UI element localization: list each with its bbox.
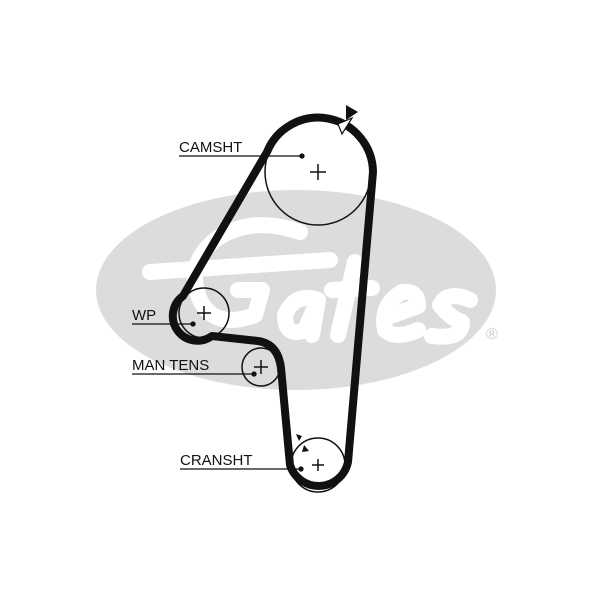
camshaft-timing-mark-icon <box>337 116 354 136</box>
crankshaft-center-icon <box>312 459 324 471</box>
water-pump-label: WP <box>132 307 156 324</box>
timing-marks <box>296 105 358 452</box>
camshaft-center-icon <box>310 164 326 180</box>
camshaft-timing-arrow-icon <box>346 105 358 120</box>
crank-timing-arrow-icon <box>296 434 302 441</box>
tensioner-label: MAN TENS <box>132 357 209 374</box>
registered-mark: ® <box>486 326 498 343</box>
leader-lines <box>132 153 305 472</box>
wp-center-icon <box>197 306 211 320</box>
crank-timing-mark-icon <box>302 445 309 452</box>
center-marks <box>197 164 326 471</box>
tensioner-center-icon <box>254 360 268 374</box>
crankshaft-label: CRANSHT <box>180 452 253 469</box>
timing-belt <box>168 113 377 490</box>
camshaft-label: CAMSHT <box>179 139 242 156</box>
